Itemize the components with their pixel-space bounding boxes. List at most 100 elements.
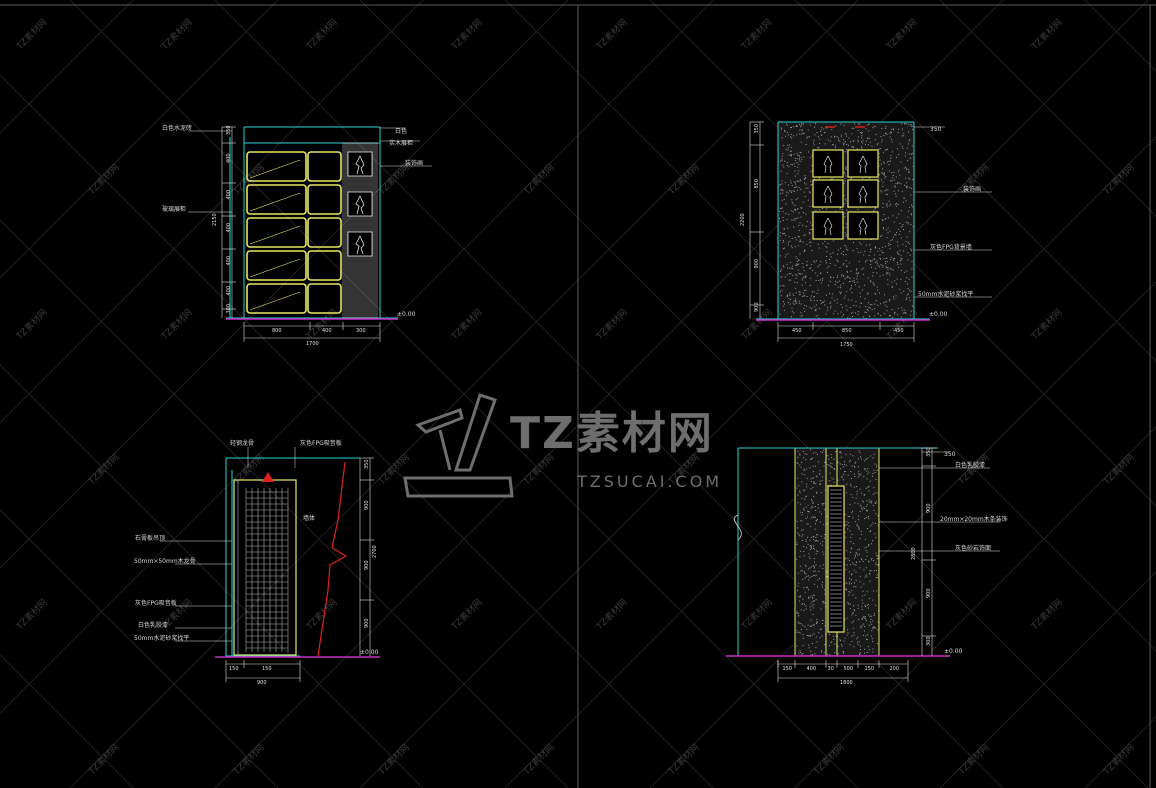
speckle-dot (791, 127, 792, 128)
speckle-dot (911, 187, 912, 189)
speckle-dot (876, 466, 877, 468)
speckle-dot (842, 651, 844, 652)
speckle-dot (820, 282, 822, 284)
speckle-dot (864, 250, 866, 252)
speckle-dot (880, 190, 882, 192)
speckle-dot (868, 255, 870, 257)
speckle-dot (906, 167, 908, 169)
speckle-dot (867, 604, 869, 605)
brand-name-cn: TZ素材网 (510, 408, 714, 459)
speckle-dot (812, 465, 814, 467)
speckle-dot (854, 473, 855, 475)
speckle-dot (801, 481, 803, 483)
speckle-dot (896, 278, 898, 280)
speckle-dot (800, 125, 802, 127)
speckle-dot (809, 539, 811, 541)
speckle-dot (779, 239, 781, 241)
speckle-dot (849, 459, 851, 461)
speckle-dot (845, 168, 847, 170)
speckle-dot (837, 646, 839, 648)
speckle-dot (830, 178, 832, 180)
speckle-dot (791, 210, 793, 212)
speckle-dot (798, 259, 800, 261)
speckle-dot (860, 625, 862, 627)
speckle-dot (831, 463, 833, 465)
speckle-dot (889, 300, 891, 302)
speckle-dot (836, 259, 838, 261)
speckle-dot (866, 546, 868, 548)
speckle-dot (856, 490, 858, 492)
speckle-dot (846, 271, 848, 273)
speckle-dot (793, 181, 795, 183)
speckle-dot (799, 180, 801, 182)
speckle-dot (906, 187, 908, 189)
vdim-total: 2150 (212, 213, 218, 226)
speckle-dot (800, 570, 802, 572)
speckle-dot (843, 297, 845, 299)
speckle-dot (844, 278, 846, 280)
speckle-dot (892, 286, 894, 288)
speckle-dot (809, 124, 811, 126)
speckle-dot (819, 565, 821, 567)
lattice-line (0, 0, 569, 569)
speckle-dot (870, 455, 872, 457)
speckle-dot (845, 175, 847, 177)
speckle-dot (908, 143, 909, 145)
speckle-dot (813, 604, 815, 606)
speckle-dot (883, 258, 885, 260)
speckle-dot (817, 266, 819, 268)
speckle-dot (851, 574, 852, 576)
speckle-dot (850, 270, 852, 272)
speckle-dot (800, 141, 802, 143)
speckle-dot (789, 303, 791, 305)
speckle-dot (787, 149, 789, 151)
cabinet-cell (307, 283, 342, 314)
speckle-dot (790, 155, 792, 157)
speckle-dot (860, 243, 862, 245)
speckle-dot (805, 539, 807, 541)
speckle-dot (807, 635, 809, 637)
speckle-dot (824, 132, 826, 134)
speckle-dot (863, 254, 865, 256)
speckle-dot (801, 278, 803, 280)
speckle-dot (853, 609, 855, 611)
speckle-dot (883, 302, 885, 304)
speckle-dot (851, 589, 853, 591)
speckle-dot (851, 285, 852, 286)
speckle-dot (873, 284, 875, 286)
speckle-dot (857, 554, 859, 556)
speckle-dot (889, 244, 891, 245)
speckle-dot (847, 632, 849, 634)
speckle-dot (810, 300, 812, 302)
speckle-dot (844, 216, 846, 218)
speckle-dot (887, 269, 889, 271)
speckle-dot (810, 517, 812, 519)
speckle-dot (868, 485, 870, 487)
speckle-dot (792, 190, 794, 192)
speckle-dot (799, 179, 801, 181)
speckle-dot (878, 174, 880, 176)
speckle-dot (844, 178, 846, 180)
speckle-dot (797, 173, 799, 175)
speckle-dot (781, 189, 783, 191)
speckle-dot (840, 452, 842, 454)
lattice-line (0, 509, 279, 788)
speckle-dot (881, 252, 883, 254)
speckle-dot (885, 218, 887, 220)
speckle-dot (866, 551, 868, 553)
speckle-dot (900, 210, 902, 212)
speckle-dot (782, 192, 784, 194)
speckle-dot (855, 521, 857, 523)
speckle-dot (895, 205, 897, 207)
speckle-dot (810, 449, 812, 451)
speckle-dot (822, 451, 823, 453)
speckle-dot (834, 136, 836, 138)
speckle-dot (810, 625, 812, 627)
speckle-dot (889, 259, 891, 261)
speckle-dot (805, 213, 807, 215)
speckle-dot (876, 574, 878, 576)
speckle-dot (807, 504, 809, 506)
speckle-dot (838, 653, 840, 655)
speckle-dot (801, 512, 803, 513)
speckle-dot (886, 203, 888, 205)
